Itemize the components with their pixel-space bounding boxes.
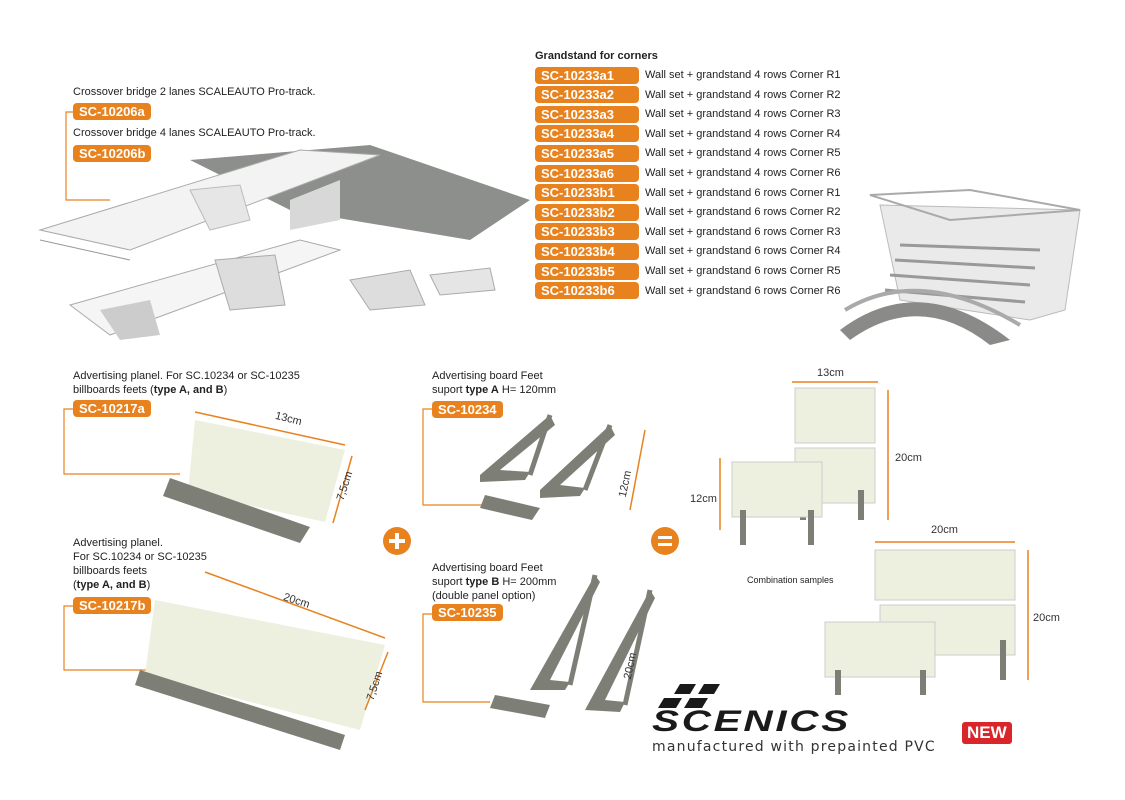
scenics-logo: SCENICS xyxy=(652,705,851,738)
grandstand-illustration xyxy=(840,188,1081,345)
item-description: Wall set + grandstand 6 rows Corner R6 xyxy=(645,284,841,297)
panel-a-line2: billboards feets (type A, and B) xyxy=(73,383,300,397)
item-description: Wall set + grandstand 4 rows Corner R4 xyxy=(645,127,841,140)
code-badge: SC-10233a2 xyxy=(535,86,639,104)
bridge-2-lanes-description: Crossover bridge 2 lanes SCALEAUTO Pro-t… xyxy=(73,86,316,98)
text: ) xyxy=(146,579,151,591)
equals-icon xyxy=(651,527,679,555)
text: billboards feets ( xyxy=(73,384,154,396)
grandstand-item: SC-10233a1 Wall set + grandstand 4 rows C… xyxy=(535,66,841,84)
text: suport xyxy=(432,576,466,588)
panel-b-line3: billboards feets xyxy=(73,565,147,577)
grandstand-item: SC-10233a6 Wall set + grandstand 4 rows C… xyxy=(535,164,841,182)
combo-bottom-width: 20cm xyxy=(931,524,958,536)
grandstand-item: SC-10233b1 Wall set + grandstand 6 rows C… xyxy=(535,184,841,202)
grandstand-item: SC-10233b3 Wall set + grandstand 6 rows C… xyxy=(535,223,841,241)
code-badge: SC-10233b4 xyxy=(535,242,639,260)
feet-a-illustration xyxy=(422,408,646,520)
item-description: Wall set + grandstand 4 rows Corner R3 xyxy=(645,108,841,121)
code-badge: SC-10233a3 xyxy=(535,105,639,123)
brand-tagline: manufactured with prepainted PVC xyxy=(652,739,936,755)
type-bold: type A, and B xyxy=(76,579,147,591)
item-description: Wall set + grandstand 4 rows Corner R5 xyxy=(645,147,841,160)
text: H= 200mm xyxy=(499,576,557,588)
combo-top-width: 13cm xyxy=(817,367,844,379)
plus-icon xyxy=(383,527,411,555)
panel-b-line4: (type A, and B) xyxy=(73,578,207,592)
bridge-leader-line xyxy=(65,111,110,201)
code-badge: SC-10233a4 xyxy=(535,125,639,143)
new-badge: NEW xyxy=(962,722,1012,744)
text: ) xyxy=(223,384,228,396)
grandstand-item: SC-10233b5 Wall set + grandstand 6 rows C… xyxy=(535,262,841,280)
grandstand-item: SC-10233a5 Wall set + grandstand 4 rows C… xyxy=(535,144,841,162)
item-description: Wall set + grandstand 4 rows Corner R2 xyxy=(645,88,841,101)
code-badge: SC-10233b5 xyxy=(535,262,639,280)
code-badge: SC-10233b6 xyxy=(535,282,639,300)
combo-bottom-height: 20cm xyxy=(1033,612,1060,624)
panel-a-illustration xyxy=(63,408,353,543)
text: H= 120mm xyxy=(498,384,557,396)
feet-b-line2: suport type B H= 200mm xyxy=(432,575,556,589)
crossover-bridge-illustration xyxy=(38,145,530,340)
grandstand-item: SC-10233a4 Wall set + grandstand 4 rows C… xyxy=(535,125,841,143)
feet-b-line3: (double panel option) xyxy=(432,590,536,602)
grandstand-item: SC-10233b2 Wall set + grandstand 6 rows C… xyxy=(535,203,841,221)
panel-a-description: Advertising planel. For SC.10234 or SC-1… xyxy=(73,369,300,397)
panel-b-line2: For SC.10234 or SC-10235 xyxy=(73,551,207,563)
text: suport xyxy=(432,384,466,396)
item-description: Wall set + grandstand 6 rows Corner R2 xyxy=(645,206,841,219)
item-description: Wall set + grandstand 4 rows Corner R6 xyxy=(645,167,841,179)
feet-a-line2: suport type A H= 120mm xyxy=(432,383,556,397)
panel-b-description: Advertising planel. For SC.10234 or SC-1… xyxy=(73,536,207,592)
item-description: Wall set + grandstand 6 rows Corner R3 xyxy=(645,225,841,238)
feet-b-illustration xyxy=(422,574,655,718)
scenics-checkered-flag-icon xyxy=(658,684,720,708)
bridge-4-lanes-description: Crossover bridge 4 lanes SCALEAUTO Pro-t… xyxy=(73,127,316,139)
combination-illustration xyxy=(719,381,1029,695)
item-description: Wall set + grandstand 6 rows Corner R5 xyxy=(645,265,841,277)
grandstand-item: SC-10233b6 Wall set + grandstand 6 rows C… xyxy=(535,282,841,300)
grandstand-heading: Grandstand for corners xyxy=(535,50,658,62)
type-bold: type A xyxy=(465,384,499,396)
code-badge-sc-10206a: SC-10206a xyxy=(73,103,151,120)
code-badge: SC-10233a5 xyxy=(535,144,639,162)
combination-samples-label: Combination samples xyxy=(747,575,834,585)
code-badge: SC-10233a6 xyxy=(535,164,639,182)
panel-b-line1: Advertising planel. xyxy=(73,537,163,549)
grandstand-item: SC-10233a2 Wall set + grandstand 4 rows C… xyxy=(535,86,841,104)
code-badge: SC-10233b3 xyxy=(535,223,639,241)
item-description: Wall set + grandstand 6 rows Corner R4 xyxy=(645,245,841,258)
code-badge: SC-10233b2 xyxy=(535,203,639,221)
code-badge-sc-10217b: SC-10217b xyxy=(73,597,152,614)
type-bold: type B xyxy=(465,576,500,588)
code-badge-sc-10206b: SC-10206b xyxy=(73,145,152,162)
item-description: Wall set + grandstand 4 rows Corner R1 xyxy=(645,69,841,81)
grandstand-item: SC-10233b4 Wall set + grandstand 6 rows C… xyxy=(535,242,841,260)
panel-b-illustration xyxy=(63,571,389,750)
feet-a-line1: Advertising board Feet xyxy=(432,370,543,382)
code-badge-sc-10234: SC-10234 xyxy=(432,401,503,418)
code-badge-sc-10235: SC-10235 xyxy=(432,604,503,621)
type-bold: type A, and B xyxy=(153,384,224,396)
item-description: Wall set + grandstand 6 rows Corner R1 xyxy=(645,186,841,199)
combo-left-height: 12cm xyxy=(690,493,717,505)
feet-b-description: Advertising board Feet suport type B H= … xyxy=(432,561,556,603)
code-badge: SC-10233a1 xyxy=(535,66,639,84)
feet-a-description: Advertising board Feet suport type A H= … xyxy=(432,369,556,397)
code-badge-sc-10217a: SC-10217a xyxy=(73,400,151,417)
grandstand-item: SC-10233a3 Wall set + grandstand 4 rows C… xyxy=(535,105,841,123)
text: ( xyxy=(73,579,77,591)
panel-a-line1: Advertising planel. For SC.10234 or SC-1… xyxy=(73,370,300,382)
combo-top-height: 20cm xyxy=(895,452,922,464)
code-badge: SC-10233b1 xyxy=(535,184,639,202)
feet-b-line1: Advertising board Feet xyxy=(432,562,543,574)
